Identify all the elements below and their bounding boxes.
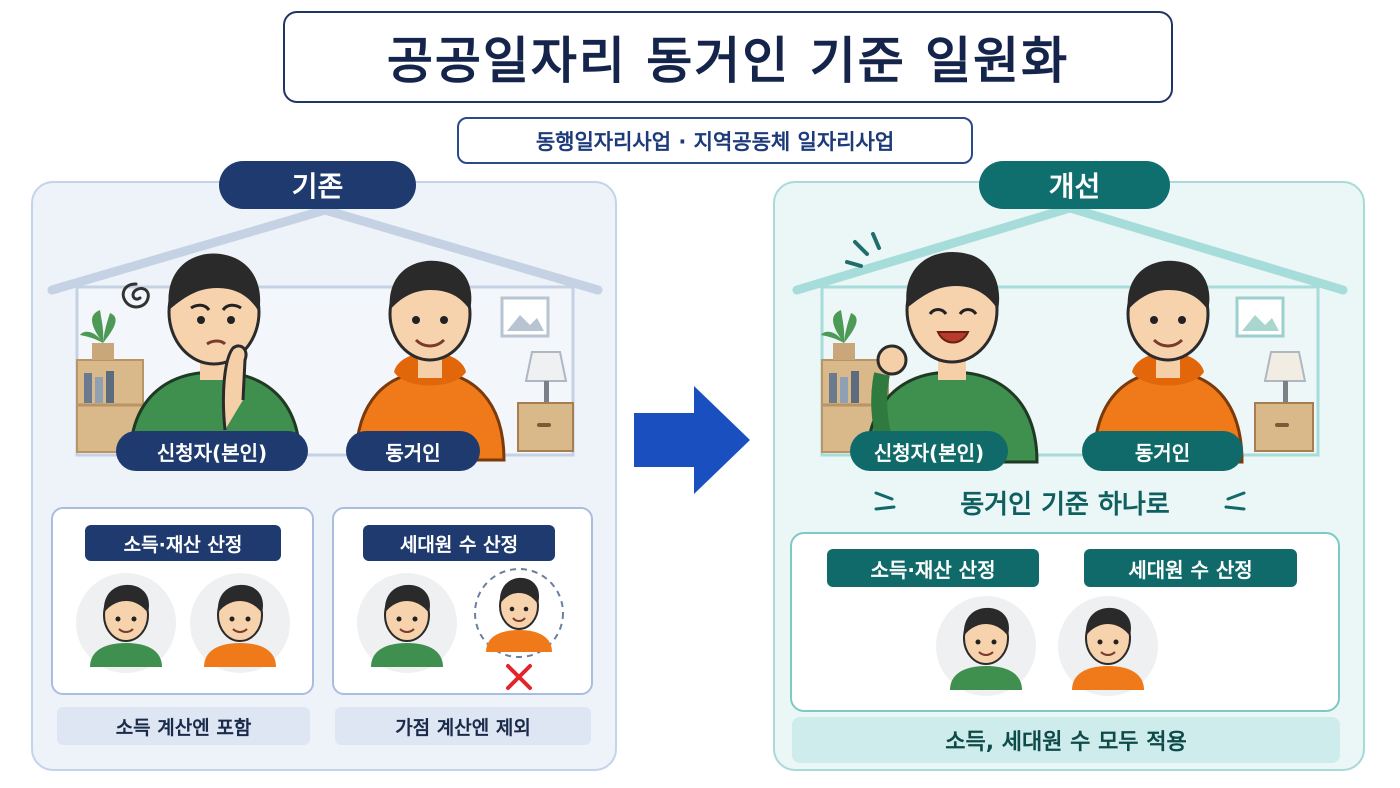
income-note-before: 소득 계산엔 포함 [57, 707, 310, 745]
cohabitant-avatar-icon [190, 573, 290, 673]
emphasis-right-icon [1224, 491, 1246, 511]
cohabitant-avatar-icon [1058, 596, 1158, 696]
cohabitant-icon [354, 260, 506, 462]
heading-after: 개선 [979, 161, 1170, 209]
income-tag-before: 소득·재산 산정 [85, 525, 281, 561]
applicant-label-before: 신청자(본인) [116, 431, 308, 471]
applicant-avatar-icon [357, 573, 457, 673]
cohabitant-label-before: 동거인 [346, 431, 480, 471]
applicant-happy-icon [865, 251, 1039, 464]
subtitle-box: 동행일자리사업 · 지역공동체 일자리사업 [457, 117, 973, 164]
exclude-x-icon [506, 664, 532, 690]
unified-label: 동거인 기준 하나로 [960, 489, 1170, 520]
household-tag-after: 세대원 수 산정 [1084, 549, 1297, 587]
thinking-swirl-icon [121, 282, 150, 309]
title-box: 공공일자리 동거인 기준 일원화 [283, 11, 1173, 103]
arrow-right-icon [634, 386, 750, 494]
income-tag-after: 소득·재산 산정 [827, 549, 1039, 587]
applicant-avatar-icon [936, 596, 1036, 696]
cohabitant-label-after: 동거인 [1082, 431, 1243, 471]
household-tag-before: 세대원 수 산정 [363, 525, 555, 561]
emphasis-left-icon [874, 491, 896, 511]
household-note-before: 가점 계산엔 제외 [335, 707, 591, 745]
page-title: 공공일자리 동거인 기준 일원화 [386, 32, 1070, 90]
heading-before: 기존 [219, 161, 416, 209]
excluded-cohabitant-avatar-icon [474, 568, 564, 658]
page-subtitle: 동행일자리사업 · 지역공동체 일자리사업 [535, 129, 895, 154]
note-after: 소득, 세대원 수 모두 적용 [792, 717, 1340, 763]
excitement-lines-icon [845, 232, 881, 268]
applicant-thinking-icon [128, 253, 302, 462]
applicant-avatar-icon [76, 573, 176, 673]
applicant-label-after: 신청자(본인) [850, 431, 1008, 471]
